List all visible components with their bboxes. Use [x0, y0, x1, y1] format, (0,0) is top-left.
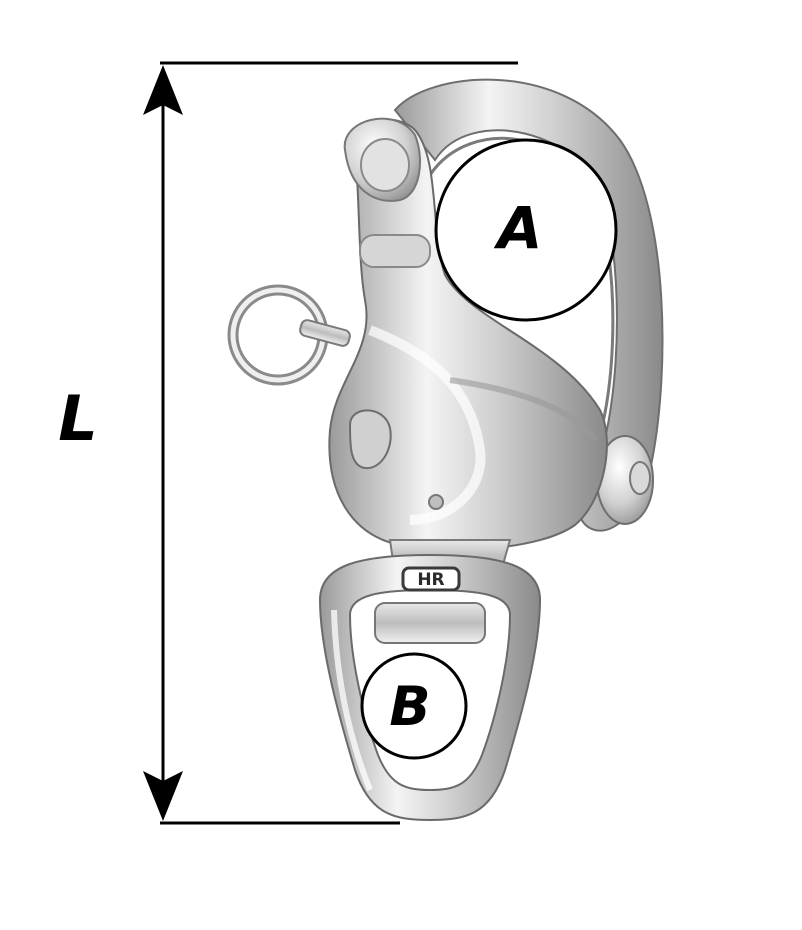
hinge-pin — [629, 461, 651, 495]
snap-shackle: HR — [227, 78, 664, 822]
body-shadow — [449, 377, 598, 442]
dimension-l: L — [58, 61, 518, 825]
marker-b-circle — [360, 652, 468, 760]
marker-b-label: B — [389, 675, 430, 738]
plunger-groove — [359, 234, 431, 268]
rivet — [428, 494, 444, 510]
length-label: L — [58, 382, 98, 455]
arrow-up-icon — [143, 65, 183, 115]
plunger-cap — [360, 138, 410, 192]
marker-a-circle — [434, 138, 618, 322]
swivel-eye-highlight — [331, 609, 373, 792]
marker-b: B — [360, 652, 468, 760]
pull-ring — [227, 284, 351, 386]
marker-a-label: A — [494, 194, 543, 262]
marker-a: A — [434, 138, 618, 322]
logo-stamp: HR — [401, 566, 461, 592]
emboss-mark-icon — [348, 409, 392, 470]
arrow-down-icon — [143, 771, 183, 821]
body-highlight — [368, 325, 486, 525]
shackle-body — [328, 118, 608, 551]
logo-text: HR — [417, 570, 444, 590]
swivel-pin — [374, 602, 486, 644]
